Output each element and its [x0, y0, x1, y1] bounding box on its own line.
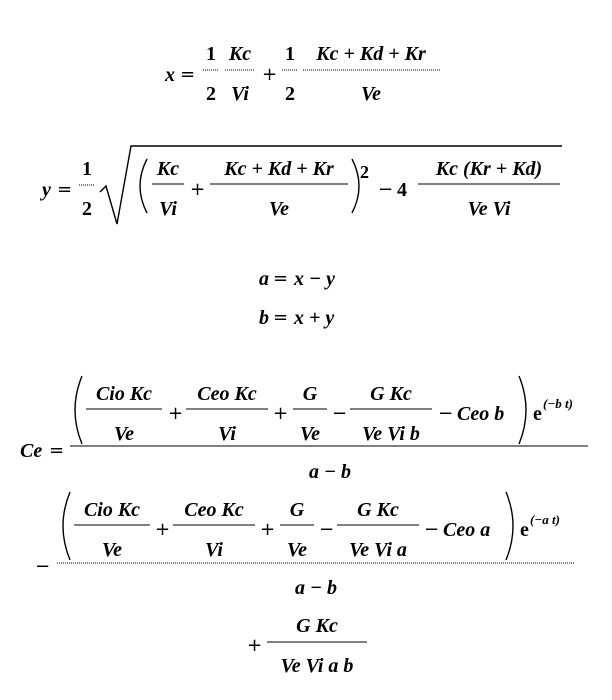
b-lhs: b [259, 307, 269, 329]
ce-t2-frac2-denominator: Vi [205, 539, 223, 561]
ce-t1-tail: Ceo b [457, 403, 504, 425]
y-four: 4 [397, 179, 407, 201]
ce-t2-frac1-numerator: Cio Kc [84, 499, 140, 521]
x-frac2-denominator: Ve [361, 83, 381, 105]
ce-t2-plus2: + [260, 519, 275, 540]
ce-t1-frac2-numerator: Ceo Kc [197, 383, 257, 405]
ce-t2-plus1: + [155, 519, 170, 540]
ce-t1-frac1-denominator: Ve [114, 423, 134, 445]
x-half2-denominator: 2 [285, 83, 295, 105]
y-half-denominator: 2 [82, 198, 92, 220]
x-frac1-numerator: Kc [228, 43, 251, 65]
a-equals: = [273, 268, 288, 289]
y-half-numerator: 1 [82, 158, 92, 180]
y-frac2-denominator: Ve [269, 198, 289, 220]
equation-y: y = 1 2 Kc Vi + Kc + Kd + Kr Ve 2 − 4 Kc… [40, 145, 562, 225]
y-frac1-numerator: Kc [156, 158, 179, 180]
ce-term2-right-paren [505, 491, 514, 561]
ce-t1-frac4-numerator: G Kc [370, 383, 412, 405]
y-right-paren [351, 158, 360, 214]
sqrt-radical-sign [99, 145, 562, 225]
y-left-paren [139, 158, 148, 214]
x-frac2-numerator: Kc + Kd + Kr [315, 43, 426, 65]
ce-t2-frac3-numerator: G [290, 499, 305, 521]
ce-t3-denominator: Ve Vi a b [281, 655, 354, 677]
ce-t2-frac4-numerator: G Kc [357, 499, 399, 521]
ce-t2-denominator: a − b [295, 577, 337, 599]
y-equals: = [57, 179, 72, 200]
x-equals: = [180, 64, 195, 85]
y-exponent: 2 [360, 162, 369, 182]
y-frac1-denominator: Vi [159, 198, 177, 220]
ce-t2-minus1: − [319, 519, 334, 540]
a-rhs: x − y [293, 268, 335, 290]
ce-t1-frac2-denominator: Vi [218, 423, 236, 445]
ce-term1-numerator: Cio Kc Ve e + Ceo Kc Vi + G Ve − G Kc Ve… [74, 375, 573, 445]
ce-t2-frac3-denominator: Ve [287, 539, 307, 561]
x-lhs: x [164, 64, 175, 86]
ce-t2-frac2-numerator: Ceo Kc [184, 499, 244, 521]
ce-term2-numerator: Cio Kc Ve + Ceo Kc Vi + G Ve − G Kc Ve V… [62, 491, 560, 561]
ce-t1-frac4-denominator: Ve Vi b [362, 423, 420, 445]
y-frac2-numerator: Kc + Kd + Kr [223, 158, 334, 180]
ce-lhs: Ce [20, 440, 42, 462]
x-half-denominator: 2 [206, 83, 216, 105]
y-plus: + [190, 179, 205, 200]
ce-t3-numerator: G Kc [296, 615, 338, 637]
b-equals: = [273, 307, 288, 328]
a-lhs: a [259, 268, 269, 290]
ce-t1-minus1: − [332, 403, 347, 424]
y-minus: − [378, 179, 393, 200]
x-plus: + [262, 64, 277, 85]
x-half-numerator: 1 [206, 43, 216, 65]
equation-ce: Ce = Cio Kc Ve e + Ceo Kc Vi + G Ve − G … [20, 375, 588, 677]
ce-t3-sign: + [247, 635, 262, 656]
ce-t2-tail: Ceo a [443, 519, 490, 541]
ce-term1-right-paren [518, 375, 527, 445]
ce-term1-left-paren [74, 375, 83, 445]
ce-term2-left-paren [62, 491, 71, 561]
ce-t2-frac4-denominator: Ve Vi a [349, 539, 407, 561]
ce-equals: = [49, 440, 64, 461]
ce-t1-exponent: (−b t) [543, 396, 573, 411]
ce-t1-plus1-visible: + [168, 403, 183, 424]
equation-a: a = x − y [259, 268, 335, 290]
y-frac3-numerator: Kc (Kr + Kd) [435, 158, 542, 180]
ce-t1-exp-base: e [533, 403, 542, 425]
ce-t2-exponent: (−a t) [530, 512, 560, 527]
ce-t1-plus2: + [273, 403, 288, 424]
y-lhs: y [40, 179, 51, 201]
ce-t2-sign: − [35, 556, 50, 577]
ce-t1-frac3-denominator: Ve [300, 423, 320, 445]
y-frac3-denominator: Ve Vi [468, 198, 511, 220]
b-rhs: x + y [293, 307, 334, 329]
ce-t2-exp-base: e [520, 519, 529, 541]
equation-x: x = 1 2 Kc Vi + 1 2 Kc + Kd + Kr Ve [164, 43, 440, 105]
ce-t1-frac3-numerator: G [303, 383, 318, 405]
ce-t1-frac1-numerator: Cio Kc [96, 383, 152, 405]
equation-b: b = x + y [259, 307, 334, 329]
ce-t2-minus2: − [424, 519, 439, 540]
x-frac1-denominator: Vi [231, 83, 249, 105]
x-half2-numerator: 1 [285, 43, 295, 65]
ce-t2-frac1-denominator: Ve [102, 539, 122, 561]
ce-t1-minus2: − [438, 403, 453, 424]
ce-t1-denominator: a − b [309, 461, 351, 483]
